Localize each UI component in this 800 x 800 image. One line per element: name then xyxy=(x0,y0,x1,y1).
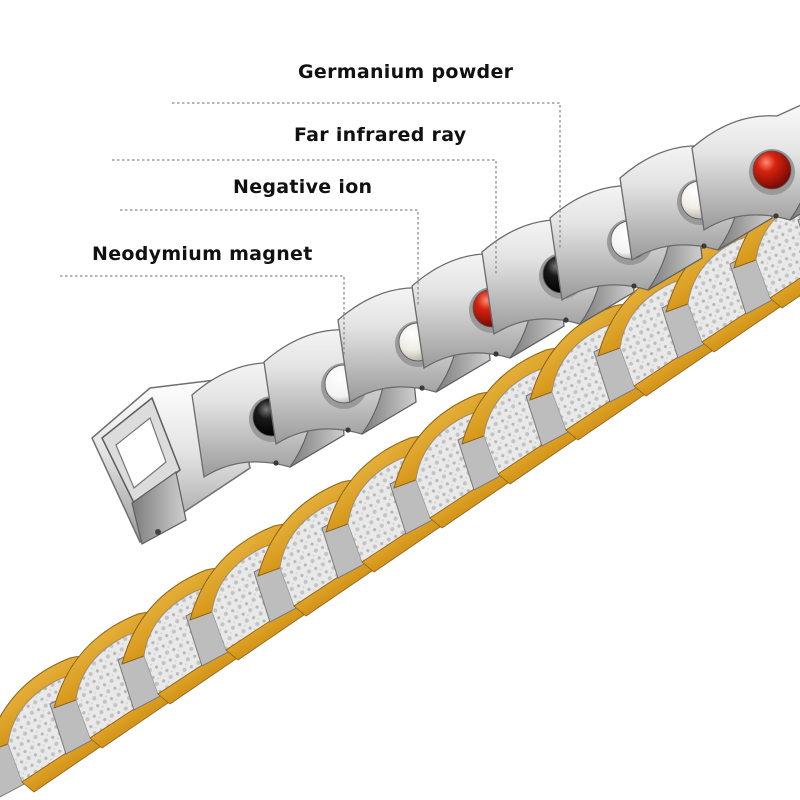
leader-line-neodymium xyxy=(60,275,345,355)
silver-link xyxy=(691,104,800,232)
callout-far-infrared-ray: Far infrared ray xyxy=(294,124,467,146)
far-infrared-bead xyxy=(752,150,792,190)
silver-magnetic-bracelet-strand xyxy=(91,104,800,545)
leader-line-negative-ion xyxy=(120,209,419,305)
callout-germanium-powder: Germanium powder xyxy=(298,61,514,83)
gold-silver-bracelet-strand xyxy=(0,181,800,798)
callout-neodymium-magnet: Neodymium magnet xyxy=(92,243,313,265)
callout-negative-ion: Negative ion xyxy=(233,176,373,198)
leader-line-far-infrared xyxy=(112,159,497,275)
callout-leader-lines xyxy=(60,102,561,355)
